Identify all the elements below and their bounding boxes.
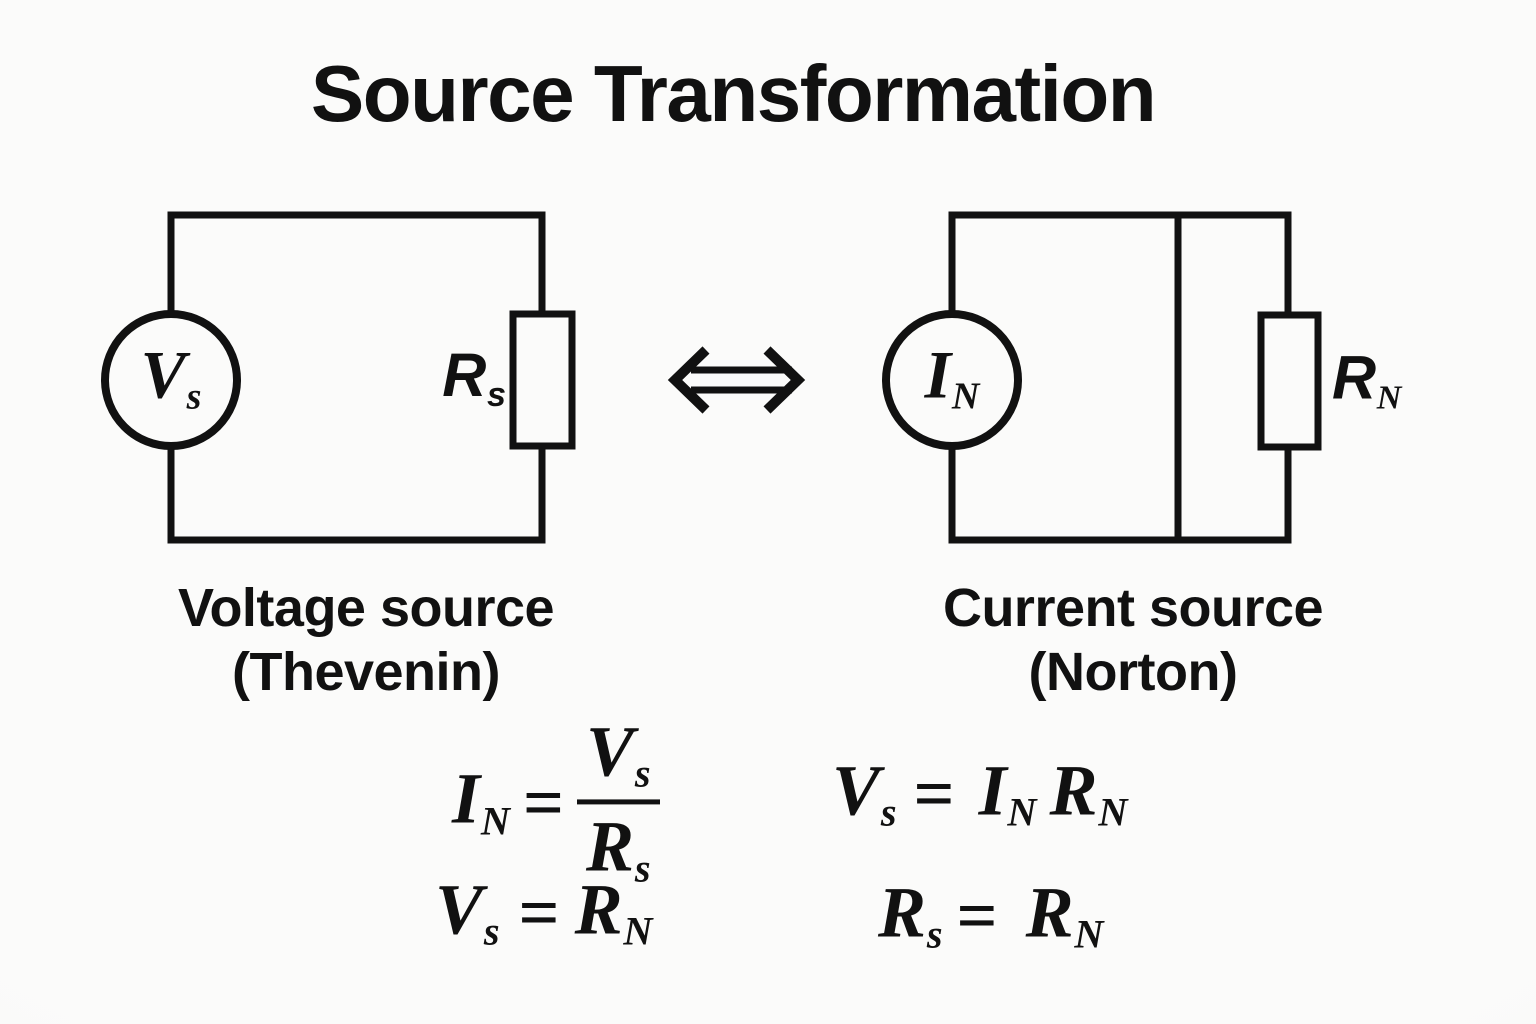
- thevenin-circuit-graphic: [101, 211, 576, 544]
- eq4-lhs: Rs: [878, 872, 943, 957]
- thevenin-caption-line1: Voltage source: [177, 578, 555, 638]
- eq1-lhs: IN: [452, 758, 510, 843]
- eq3-rhs-term1: IN: [978, 750, 1037, 835]
- thevenin-wire-upper: [167, 211, 546, 314]
- norton-circuit-graphic: [882, 211, 1322, 544]
- arrow-right-head: [763, 346, 806, 414]
- norton-wire-lower: [948, 447, 1292, 544]
- eq2-lhs: Vs: [435, 869, 500, 954]
- voltage-source-label: Vs: [140, 336, 202, 418]
- norton-caption-line2: (Norton): [1028, 642, 1238, 702]
- norton-resistor-box: [1257, 311, 1322, 451]
- equation-in-formula: IN = Vs Rs: [452, 715, 660, 888]
- current-source-label: IN: [924, 336, 980, 418]
- thevenin-caption-line2: (Thevenin): [231, 642, 501, 702]
- equation-rs-rn: Rs = RN: [878, 877, 1104, 956]
- eq2-rhs: RN: [574, 869, 653, 954]
- eq3-equals: =: [913, 754, 955, 834]
- thevenin-caption: Voltage source (Thevenin): [177, 576, 555, 704]
- norton-resistor-label: RN: [1332, 343, 1402, 416]
- eq1-denominator: Rs: [576, 799, 660, 889]
- thevenin-resistor-label: Rs: [442, 340, 506, 414]
- page-title: Source Transformation: [310, 49, 1157, 138]
- norton-wire-upper: [948, 211, 1292, 315]
- eq2-equals: =: [518, 873, 560, 953]
- thevenin-resistor-box: [509, 310, 576, 450]
- eq4-rhs: RN: [1025, 872, 1104, 957]
- eq1-numerator: Vs: [585, 711, 651, 796]
- eq1-fraction: Vs Rs: [576, 711, 660, 889]
- eq3-lhs: Vs: [832, 750, 897, 835]
- equation-vs-in-rn: Vs = IN RN: [832, 755, 1127, 834]
- eq4-equals: =: [956, 876, 998, 956]
- eq3-rhs-term2: RN: [1049, 750, 1128, 835]
- current-source-circle: [882, 310, 1022, 450]
- thevenin-wire-lower: [167, 446, 546, 544]
- norton-caption-line1: Current source: [942, 578, 1324, 638]
- voltage-source-circle: [101, 310, 241, 450]
- eq1-equals: =: [522, 762, 564, 842]
- norton-caption: Current source (Norton): [942, 576, 1324, 704]
- equivalence-arrow-icon: [667, 346, 806, 414]
- equation-vs-formula: Vs = RN: [435, 874, 653, 953]
- arrow-left-head: [667, 346, 710, 414]
